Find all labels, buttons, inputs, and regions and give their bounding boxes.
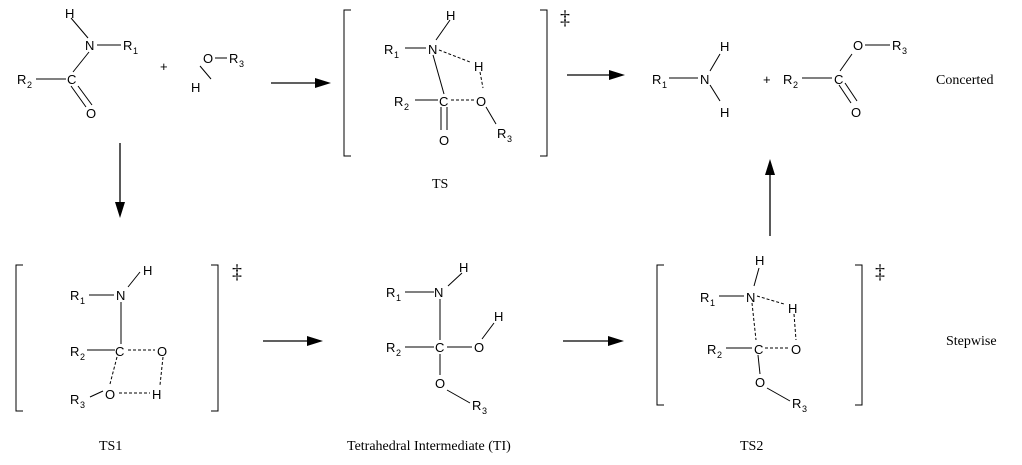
atom-o: O bbox=[435, 376, 445, 391]
atom-o: O bbox=[474, 340, 484, 355]
arrow-right bbox=[263, 336, 323, 346]
arrow-down bbox=[115, 143, 125, 218]
atom-h: H bbox=[143, 263, 152, 278]
atom-h: H bbox=[720, 105, 729, 120]
atom-r: R bbox=[70, 288, 79, 303]
arrow-up bbox=[765, 159, 775, 236]
atom-r: R bbox=[652, 72, 661, 87]
atom-h: H bbox=[494, 309, 503, 324]
amine-product: R 1 N H H bbox=[652, 39, 729, 120]
subscript: 3 bbox=[80, 400, 85, 410]
alcohol-reactant: O R 3 H bbox=[191, 51, 244, 95]
label-concerted: Concerted bbox=[936, 73, 994, 88]
arrow-right bbox=[271, 78, 331, 88]
subscript: 1 bbox=[80, 296, 85, 306]
atom-h: H bbox=[474, 59, 483, 74]
atom-h: H bbox=[720, 39, 729, 54]
atom-h: H bbox=[755, 253, 764, 268]
atom-c: C bbox=[439, 94, 448, 109]
label-tetrahedral-intermediate: Tetrahedral Intermediate (TI) bbox=[347, 439, 511, 454]
atom-r: R bbox=[783, 72, 792, 87]
double-dagger: ‡ bbox=[232, 261, 242, 283]
atom-h: H bbox=[191, 80, 200, 95]
subscript: 3 bbox=[507, 134, 512, 144]
atom-o: O bbox=[853, 38, 863, 53]
atom-o: O bbox=[476, 94, 486, 109]
subscript: 1 bbox=[394, 50, 399, 60]
ester-product: R 2 C O O R 3 bbox=[783, 38, 907, 120]
atom-r: R bbox=[386, 285, 395, 300]
atom-r: R bbox=[707, 342, 716, 357]
atom-o: O bbox=[86, 106, 96, 121]
ts-structure: H R 1 N H R 2 C O O R 3 ‡ bbox=[343, 7, 570, 157]
subscript: 2 bbox=[404, 102, 409, 112]
atom-r: R bbox=[70, 392, 79, 407]
atom-h: H bbox=[788, 301, 797, 316]
atom-c: C bbox=[115, 344, 124, 359]
atom-r: R bbox=[394, 94, 403, 109]
subscript: 2 bbox=[80, 352, 85, 362]
atom-r: R bbox=[472, 398, 481, 413]
subscript: 1 bbox=[133, 46, 138, 56]
subscript: 1 bbox=[662, 80, 667, 90]
subscript: 3 bbox=[239, 59, 244, 69]
atom-o: O bbox=[851, 105, 861, 120]
atom-n: N bbox=[746, 290, 755, 305]
double-dagger: ‡ bbox=[875, 261, 885, 283]
tetrahedral-intermediate-structure: H R 1 N H R 2 C O O R 3 bbox=[386, 260, 503, 416]
plus-sign: + bbox=[763, 72, 771, 87]
atom-r: R bbox=[792, 396, 801, 411]
atom-n: N bbox=[116, 288, 125, 303]
subscript: 3 bbox=[482, 406, 487, 416]
subscript: 2 bbox=[793, 80, 798, 90]
ts1-structure: H R 1 N R 2 C O R 3 O H ‡ bbox=[15, 261, 242, 412]
atom-n: N bbox=[700, 72, 709, 87]
atom-h: H bbox=[459, 260, 468, 275]
atom-n: N bbox=[428, 42, 437, 57]
label-stepwise: Stepwise bbox=[946, 334, 997, 349]
atom-r: R bbox=[384, 42, 393, 57]
label-ts: TS bbox=[432, 177, 448, 192]
atom-c: C bbox=[834, 72, 843, 87]
atom-o: O bbox=[203, 51, 213, 66]
atom-r: R bbox=[497, 126, 506, 141]
atom-c: C bbox=[754, 342, 763, 357]
atom-r: R bbox=[386, 340, 395, 355]
subscript: 3 bbox=[902, 46, 907, 56]
atom-c: C bbox=[67, 72, 76, 87]
atom-r: R bbox=[700, 290, 709, 305]
amide-reactant: H N R 1 R 2 C O bbox=[17, 6, 138, 121]
atom-r: R bbox=[17, 72, 26, 87]
atom-o: O bbox=[157, 344, 167, 359]
atom-c: C bbox=[435, 340, 444, 355]
atom-h: H bbox=[446, 8, 455, 23]
arrow-right bbox=[563, 336, 624, 346]
label-ts1: TS1 bbox=[99, 439, 122, 454]
atom-o: O bbox=[791, 342, 801, 357]
label-ts2: TS2 bbox=[740, 439, 763, 454]
atom-h: H bbox=[65, 6, 74, 21]
subscript: 1 bbox=[710, 298, 715, 308]
atom-n: N bbox=[85, 38, 94, 53]
atom-r: R bbox=[70, 344, 79, 359]
subscript: 3 bbox=[802, 404, 807, 414]
subscript: 2 bbox=[27, 80, 32, 90]
atom-n: N bbox=[434, 285, 443, 300]
subscript: 2 bbox=[717, 350, 722, 360]
atom-h: H bbox=[152, 387, 161, 402]
subscript: 2 bbox=[396, 348, 401, 358]
subscript: 1 bbox=[396, 293, 401, 303]
atom-r: R bbox=[123, 38, 132, 53]
atom-o: O bbox=[439, 133, 449, 148]
atom-r: R bbox=[229, 51, 238, 66]
arrow-right bbox=[567, 70, 625, 80]
atom-r: R bbox=[892, 38, 901, 53]
atom-o: O bbox=[755, 375, 765, 390]
ts2-structure: H R 1 N H R 2 C O O R 3 ‡ bbox=[656, 253, 885, 414]
atom-o: O bbox=[105, 387, 115, 402]
plus-sign: + bbox=[160, 59, 168, 74]
double-dagger: ‡ bbox=[560, 7, 570, 29]
